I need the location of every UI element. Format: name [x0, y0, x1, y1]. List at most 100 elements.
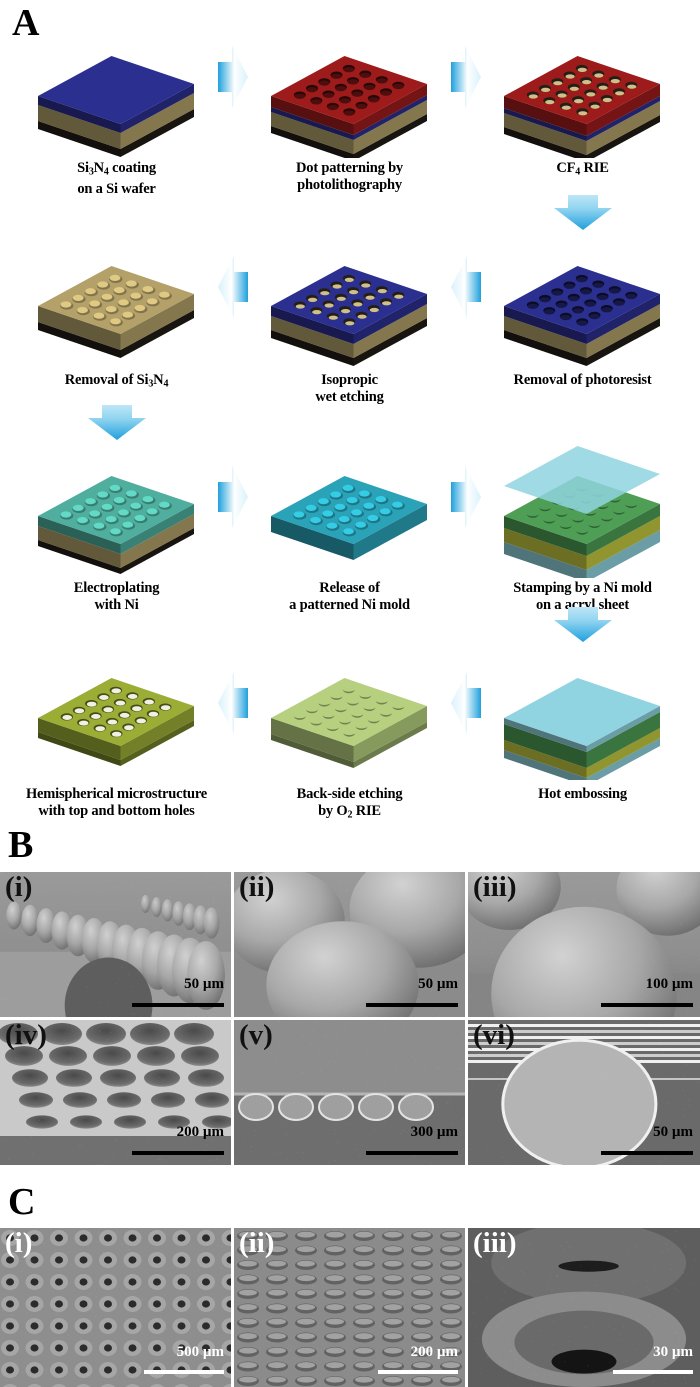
- sem-micrograph-image: [234, 1020, 465, 1165]
- flow-arrow-down-icon: [548, 604, 612, 642]
- panel-c-tile-i: (i)500 µm: [0, 1228, 231, 1387]
- step-illustration-svg: [38, 476, 194, 574]
- panel-b-scalebar-iii: [601, 1003, 693, 1007]
- step-illustration-svg: [504, 56, 660, 162]
- sem-micrograph-image: [468, 1020, 700, 1165]
- caption-line-1: Removal of photoresist: [513, 372, 652, 388]
- panel-c-letter: C: [8, 1181, 36, 1223]
- panel-c-scalebar-label-ii: 200 µm: [410, 1344, 458, 1360]
- step-illustration-svg: [38, 266, 194, 358]
- panel-b-tile-iv: (iv) 200 µm: [0, 1020, 231, 1165]
- panel-c-scalebar-i: [144, 1370, 224, 1374]
- step-illustration-back-side-etching: [233, 640, 466, 780]
- caption-line-1: Dot patterning by: [296, 160, 403, 176]
- caption-line-1: Electroplating: [73, 580, 160, 596]
- panel-b-label-ii: (ii): [239, 872, 275, 903]
- step-back-side-etching: [233, 640, 466, 780]
- panel-b-label-iv: (iv): [5, 1020, 47, 1051]
- step-illustration-svg: [271, 678, 427, 768]
- flow-arrow-right-icon: [216, 462, 248, 528]
- sem-micrograph-image: [0, 1020, 231, 1165]
- caption-line-1: Isopropic: [321, 372, 378, 388]
- caption-line-1: Back-side etching: [296, 786, 403, 802]
- panel-b-label-vi: (vi): [473, 1020, 515, 1051]
- step-removal-si3n4: [0, 228, 233, 368]
- panel-a-letter: A: [12, 2, 40, 44]
- step-illustration-cf4-rie: [466, 18, 699, 162]
- flow-arrow-right-icon: [449, 42, 481, 108]
- flow-arrow-down-icon: [82, 402, 146, 440]
- sem-micrograph-image: [234, 1228, 465, 1387]
- step-illustration-hot-embossing: [466, 640, 699, 786]
- panel-c-tile-ii: (ii) 200 µm: [234, 1228, 465, 1387]
- caption-line-2: with Ni: [94, 597, 139, 613]
- flow-arrow-right-icon: [216, 42, 248, 108]
- caption-line-1: Release of: [319, 580, 380, 596]
- panel-c-scalebar-ii: [378, 1370, 458, 1374]
- panel-b-tile-iii: (iii) 100 µm: [468, 872, 700, 1017]
- panel-b-scalebar-i: [132, 1003, 224, 1007]
- panel-b-scalebar-iv: [132, 1151, 224, 1155]
- caption-line-1: Removal of Si3N4: [64, 372, 169, 390]
- step-caption-removal-photoresist: Removal of photoresist: [466, 372, 699, 389]
- panel-b-scalebar-label-iii: 100 µm: [645, 976, 693, 992]
- step-isotropic-wet-etching: [233, 228, 466, 368]
- step-illustration-svg: [271, 56, 427, 161]
- panel-b-scalebar-label-iv: 200 µm: [176, 1124, 224, 1140]
- step-hot-embossing: [466, 640, 699, 786]
- panel-b-scalebar-label-i: 50 µm: [184, 976, 224, 992]
- caption-line-2: a patterned Ni mold: [289, 597, 410, 613]
- panel-b-tile-i: (i)50 µm: [0, 872, 231, 1017]
- step-illustration-svg: [271, 476, 427, 560]
- panel-b-tile-ii: (ii) 50 µm: [234, 872, 465, 1017]
- caption-line-2: on a acryl sheet: [535, 597, 630, 613]
- panel-c-label-iii: (iii): [473, 1228, 517, 1259]
- caption-line-2: wet etching: [315, 389, 384, 405]
- flow-arrow-down-icon: [548, 192, 612, 230]
- step-cf4-rie: [466, 18, 699, 162]
- caption-line-2: with top and bottom holes: [38, 803, 195, 819]
- panel-b-label-iii: (iii): [473, 872, 517, 903]
- step-illustration-svg: [38, 678, 194, 766]
- step-illustration-svg: [504, 266, 660, 366]
- panel-c-scalebar-label-iii: 30 µm: [653, 1344, 693, 1360]
- step-illustration-dot-patterning: [233, 18, 466, 161]
- panel-b-scalebar-label-vi: 50 µm: [653, 1124, 693, 1140]
- step-illustration-isotropic-wet-etching: [233, 228, 466, 368]
- step-si3n4-coating: [0, 18, 233, 158]
- panel-b-scalebar-label-ii: 50 µm: [418, 976, 458, 992]
- step-hemispherical-microstructure: [0, 640, 233, 780]
- panel-c-label-ii: (ii): [239, 1228, 275, 1259]
- step-illustration-svg: [504, 446, 660, 582]
- caption-line-1: Stamping by a Ni mold: [513, 580, 652, 596]
- panel-b-tile-vi: (vi) 50 µm: [468, 1020, 700, 1165]
- caption-line-2: on a Si wafer: [77, 180, 156, 197]
- caption-line-2: photolithography: [297, 177, 402, 193]
- step-caption-removal-si3n4: Removal of Si3N4: [0, 372, 233, 393]
- sem-micrograph-image: [468, 1228, 700, 1387]
- step-illustration-removal-photoresist: [466, 228, 699, 368]
- panel-b-tile-v: (v)300 µm: [234, 1020, 465, 1165]
- flow-arrow-left-icon: [216, 252, 248, 318]
- panel-b-scalebar-label-v: 300 µm: [410, 1124, 458, 1140]
- step-stamping-ni-mold: [466, 438, 699, 582]
- step-caption-cf4-rie: CF4 RIE: [466, 160, 699, 181]
- step-illustration-removal-si3n4: [0, 228, 233, 368]
- panel-b-scalebar-v: [366, 1151, 458, 1155]
- panel-c-label-i: (i): [5, 1228, 33, 1259]
- flow-arrow-left-icon: [216, 668, 248, 734]
- step-illustration-stamping-ni-mold: [466, 438, 699, 582]
- step-caption-hot-embossing: Hot embossing: [466, 786, 699, 803]
- flow-arrow-left-icon: [449, 668, 481, 734]
- sem-micrograph-image: [0, 1228, 231, 1387]
- step-illustration-release-ni-mold: [233, 438, 466, 578]
